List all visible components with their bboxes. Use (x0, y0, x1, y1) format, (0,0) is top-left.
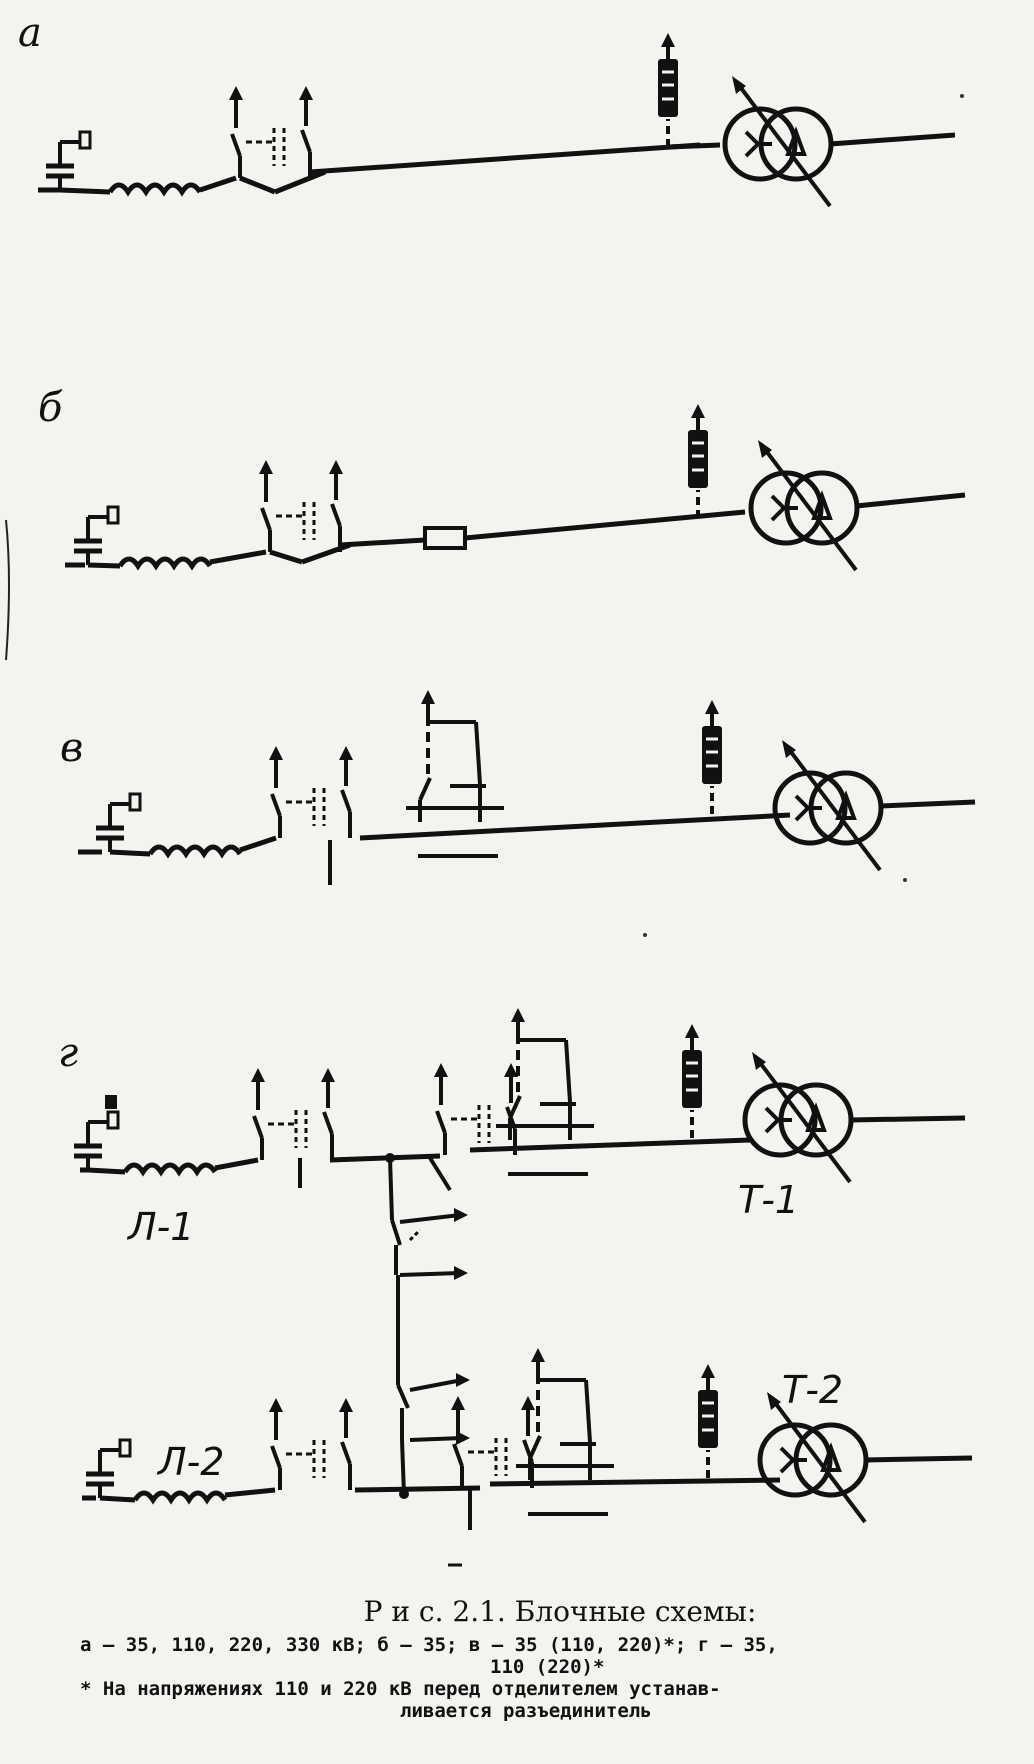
scheme-a (38, 31, 956, 206)
caption-footnote-cont: ливается разъединитель (400, 1700, 652, 1722)
line-label-l1: Л-1 (128, 1205, 195, 1249)
caption-footnote: * На напряжениях 110 и 220 кВ перед отде… (80, 1678, 721, 1700)
scheme-g-upper (74, 1008, 966, 1192)
transformer-icon (725, 76, 831, 206)
scheme-label-b: б (38, 385, 63, 431)
disconnector-pair-icon (269, 1398, 353, 1490)
reactor-coil-icon (150, 847, 240, 854)
surge-arrester-icon (696, 1362, 720, 1480)
reactor-coil-icon (125, 1165, 215, 1172)
disconnector-pair-icon (451, 1396, 535, 1488)
scheme-label-v: в (60, 725, 84, 771)
scheme-label-a: а (18, 10, 42, 56)
capacitor-icon (46, 132, 90, 190)
caption-title: Р и с. 2.1. Блочные схемы: (363, 1595, 757, 1628)
caption-line-1: а — 35, 110, 220, 330 кВ; б — 35; в — 35… (80, 1634, 778, 1656)
reactor-coil-icon (110, 185, 200, 192)
disconnector-pair-icon (434, 1063, 518, 1155)
transformer-label-t2: Т-2 (782, 1368, 844, 1412)
scheme-g-lower (82, 1348, 973, 1530)
reactor-coil-icon (135, 1493, 225, 1500)
transformer-icon (775, 740, 881, 870)
disconnector-pair-icon (269, 746, 353, 838)
scheme-v (78, 690, 976, 885)
scheme-label-g: г (58, 1030, 79, 1076)
transformer-label-t1: Т-1 (738, 1178, 800, 1222)
figure-caption: Р и с. 2.1. Блочные схемы: а — 35, 110, … (60, 1595, 1020, 1722)
surge-arrester-icon (680, 1022, 704, 1140)
fuse-icon (423, 526, 467, 550)
surge-arrester-icon (686, 402, 710, 520)
line-label-l2: Л-2 (158, 1440, 225, 1484)
capacitor-icon (74, 1112, 118, 1170)
caption-line-2: 110 (220)* (490, 1656, 605, 1678)
capacitor-icon (96, 794, 140, 852)
capacitor-icon (86, 1440, 130, 1498)
scheme-b (65, 402, 966, 570)
transformer-icon (751, 440, 857, 570)
reactor-coil-icon (120, 559, 210, 566)
disconnector-pair-icon (251, 1068, 335, 1160)
transformer-icon (745, 1052, 851, 1182)
disconnector-pair-icon (229, 86, 313, 178)
surge-arrester-icon (700, 698, 724, 816)
surge-arrester-icon (656, 31, 680, 149)
disconnector-pair-icon (259, 460, 343, 552)
separator-shortcircuiter-icon (516, 1348, 614, 1514)
capacitor-icon (74, 507, 118, 565)
bridge-tie (388, 1157, 470, 1496)
